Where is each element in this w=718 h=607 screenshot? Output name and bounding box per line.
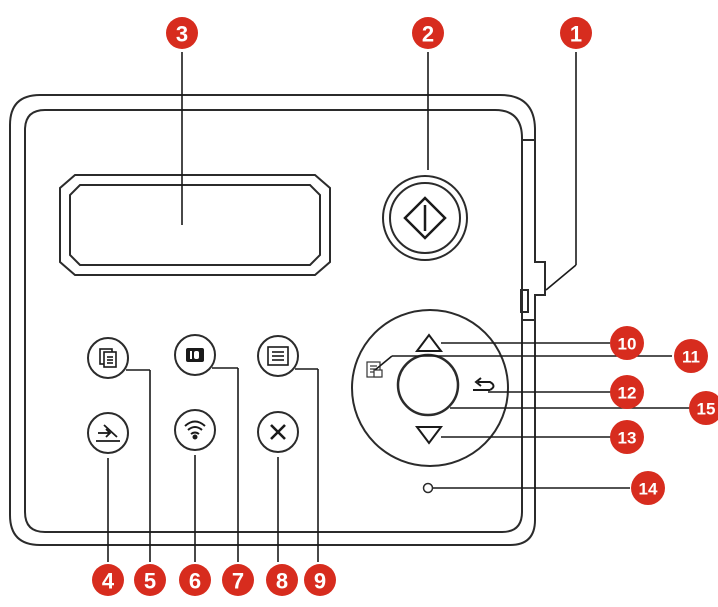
callout-badge <box>610 420 644 454</box>
callout-badge <box>304 564 336 596</box>
callout-14: 14 <box>631 471 665 505</box>
down-arrow-icon[interactable] <box>415 426 443 445</box>
start-button[interactable] <box>382 175 468 261</box>
wifi-icon <box>184 420 206 440</box>
callout-8: 8 <box>266 564 298 596</box>
callout-4: 4 <box>92 564 124 596</box>
callout-badge <box>179 564 211 596</box>
callout-number: 4 <box>102 569 115 594</box>
callout-5: 5 <box>134 564 166 596</box>
callout-15: 15 <box>689 391 718 425</box>
callout-number: 15 <box>697 400 716 419</box>
callout-number: 10 <box>618 335 637 354</box>
callout-badge <box>610 375 644 409</box>
callout-11: 11 <box>674 339 708 373</box>
callout-3: 3 <box>166 17 198 49</box>
copy-button[interactable] <box>87 337 129 379</box>
callout-number: 8 <box>276 569 288 594</box>
indicator-light <box>422 482 434 494</box>
id-copy-button[interactable] <box>174 334 216 376</box>
wifi-button[interactable] <box>174 409 216 451</box>
up-arrow-icon[interactable] <box>415 333 443 352</box>
menu-list-icon <box>267 346 289 366</box>
cancel-button[interactable] <box>257 411 299 453</box>
callout-badge <box>92 564 124 596</box>
callout-number: 13 <box>618 429 637 448</box>
callout-10: 10 <box>610 326 644 360</box>
callout-badge <box>134 564 166 596</box>
copy-icon <box>99 348 117 368</box>
callout-number: 9 <box>314 569 326 594</box>
callout-badge <box>166 17 198 49</box>
id-copy-icon <box>186 348 204 362</box>
callout-number: 2 <box>422 22 434 47</box>
leader-lines <box>107 52 690 562</box>
cancel-icon <box>270 424 286 440</box>
callout-badge <box>610 326 644 360</box>
menu-button[interactable] <box>257 335 299 377</box>
callout-badge <box>222 564 254 596</box>
callout-13: 13 <box>610 420 644 454</box>
callout-badge <box>631 471 665 505</box>
callout-number: 5 <box>144 569 156 594</box>
callout-number: 12 <box>618 384 637 403</box>
scan-button[interactable] <box>87 412 129 454</box>
callout-9: 9 <box>304 564 336 596</box>
callout-badge <box>689 391 718 425</box>
callout-1: 1 <box>560 17 592 49</box>
callout-badge <box>412 17 444 49</box>
callout-12: 12 <box>610 375 644 409</box>
navigation-ring <box>351 309 509 467</box>
panel-body <box>9 94 546 546</box>
status-icon[interactable] <box>366 361 383 378</box>
callout-number: 3 <box>176 22 188 47</box>
callout-badge <box>674 339 708 373</box>
callout-number: 1 <box>570 22 582 47</box>
back-icon[interactable] <box>473 377 495 391</box>
ok-button[interactable] <box>396 353 460 417</box>
callout-badge <box>560 17 592 49</box>
lcd-display <box>59 174 331 276</box>
callout-number: 6 <box>189 569 201 594</box>
callout-7: 7 <box>222 564 254 596</box>
callout-number: 7 <box>232 569 244 594</box>
callout-number: 11 <box>682 348 700 367</box>
callout-2: 2 <box>412 17 444 49</box>
callout-6: 6 <box>179 564 211 596</box>
callout-number: 14 <box>639 480 658 499</box>
start-icon <box>403 196 447 240</box>
scan-icon <box>96 424 120 442</box>
callout-badge <box>266 564 298 596</box>
